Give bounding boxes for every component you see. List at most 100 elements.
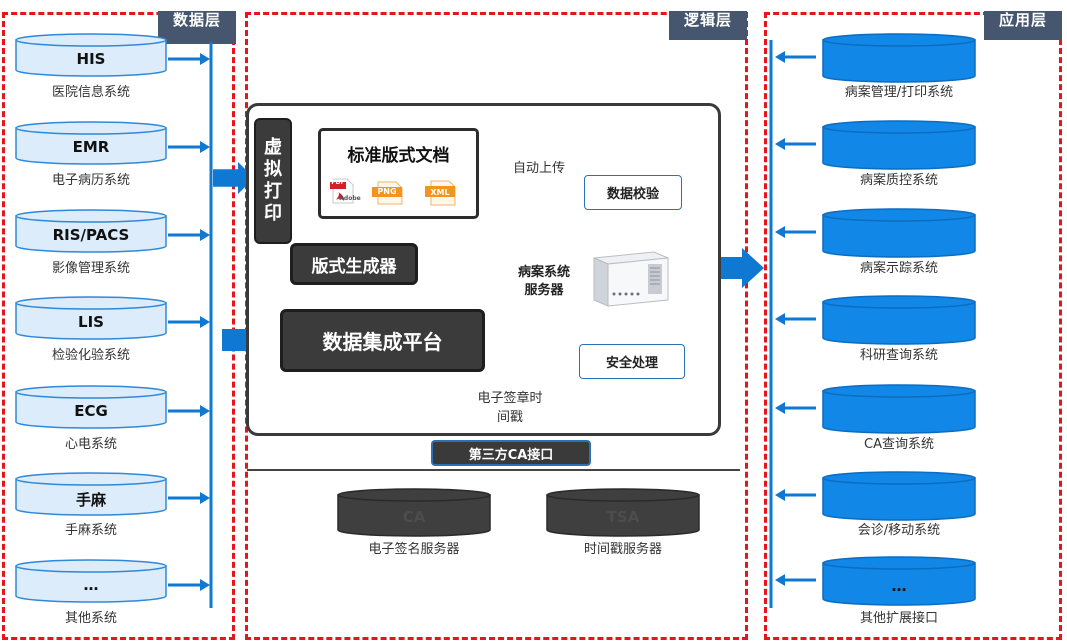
data-layer-tag: 数据层 — [158, 11, 236, 44]
security-box: 安全处理 — [579, 344, 685, 379]
data-check-label: 数据校验 — [606, 187, 659, 202]
data-source-title-1: EMR — [72, 138, 110, 156]
data-source-cylinder-3-top — [15, 296, 167, 310]
pdf-sub: Adobe — [339, 195, 361, 202]
app-cylinder-6-body — [822, 562, 976, 606]
app-cylinder-5-top — [822, 471, 976, 485]
app-label-5: 会诊/移动系统 — [857, 523, 941, 538]
app-arrow-2-head — [775, 226, 785, 238]
data-source-label-5: 手麻系统 — [64, 523, 117, 538]
app-arrow-0-head — [775, 51, 785, 63]
data-source-cylinder-5-body — [15, 478, 167, 516]
data-source-label-0: 医院信息系统 — [51, 85, 130, 100]
data-source-title-4: ECG — [74, 402, 108, 420]
app-cylinder-2-top — [822, 208, 976, 222]
data-source-cylinder-1-body — [15, 127, 167, 165]
app-arrow-6-head — [775, 574, 785, 586]
data-source-label-4: 心电系统 — [64, 437, 117, 452]
virtual-print-box: 虚拟打印 — [254, 118, 292, 244]
data-source-cylinder-6-body — [15, 565, 167, 603]
data-source-label-6: 其他系统 — [64, 611, 117, 626]
data-source-arrow-3-head — [200, 316, 210, 328]
data-source-title-0: HIS — [76, 50, 106, 68]
data-source-cylinder-0-top — [15, 33, 167, 47]
server-cylinder-0-body — [337, 494, 491, 537]
app-cylinder-0-top — [822, 33, 976, 47]
app-title-6: … — [891, 577, 907, 595]
app-label-2: 病案示踪系统 — [859, 261, 938, 276]
data-source-arrow-0-head — [200, 53, 210, 65]
data-source-cylinder-1-top — [15, 121, 167, 135]
app-layer-tag: 应用层 — [984, 11, 1062, 40]
data-source-label-1: 电子病历系统 — [51, 173, 130, 188]
logic-layer-tag: 逻辑层 — [669, 11, 747, 40]
pdf-icon-graphic — [330, 178, 354, 204]
server-label-0: 电子签名服务器 — [368, 542, 460, 557]
integration-platform-box: 数据集成平台 — [280, 309, 485, 372]
app-cylinder-2-body — [822, 214, 976, 258]
app-label-4: CA查询系统 — [864, 437, 934, 452]
integration-platform-label: 数据集成平台 — [322, 330, 443, 354]
app-label-0: 病案管理/打印系统 — [844, 85, 954, 100]
data-source-arrow-5-head — [200, 492, 210, 504]
data-source-cylinder-0-body — [15, 39, 167, 77]
server-cylinder-1-body — [546, 494, 700, 537]
png-icon-graphic — [372, 181, 403, 205]
format-generator-box: 版式生成器 — [290, 243, 418, 285]
server-title-0: CA — [402, 508, 426, 526]
format-generator-label: 版式生成器 — [311, 256, 397, 277]
xml-icon — [423, 180, 459, 206]
app-arrow-1-head — [775, 138, 785, 150]
data-source-cylinder-5-top — [15, 472, 167, 486]
app-arrow-3-head — [775, 313, 785, 325]
data-source-title-5: 手麻 — [75, 491, 106, 509]
server-label: 病案系统服务器 — [517, 265, 570, 298]
app-cylinder-3-top — [822, 295, 976, 309]
auto-upload-label: 自动上传 — [513, 161, 566, 176]
data-source-title-6: … — [83, 576, 99, 594]
data-source-title-3: LIS — [78, 313, 104, 331]
app-cylinder-1-body — [822, 126, 976, 170]
app-label-1: 病案质控系统 — [859, 173, 938, 188]
data-source-arrow-1-head — [200, 141, 210, 153]
xml-icon-graphic — [425, 180, 456, 206]
app-arrow-5-head — [775, 489, 785, 501]
app-arrow-4-head — [775, 402, 785, 414]
server-cylinder-1-top — [546, 488, 700, 502]
pdf-icon — [330, 178, 356, 204]
app-layer-frame — [764, 12, 1062, 640]
png-text: PNG — [377, 187, 397, 196]
server-cylinder-0-top — [337, 488, 491, 502]
app-cylinder-4-top — [822, 384, 976, 398]
ca-interface-label: 第三方CA接口 — [468, 447, 554, 463]
app-cylinder-3-body — [822, 301, 976, 345]
app-cylinder-0-body — [822, 39, 976, 83]
server-icon — [590, 248, 670, 308]
data-source-cylinder-2-top — [15, 209, 167, 223]
server-icon-graphic — [593, 251, 669, 307]
ca-interface-box: 第三方CA接口 — [431, 440, 591, 466]
data-source-cylinder-2-body — [15, 215, 167, 253]
server-title-1: TSA — [606, 508, 640, 526]
data-check-box: 数据校验 — [584, 175, 682, 210]
png-icon — [372, 181, 406, 205]
data-layer-frame — [2, 12, 235, 640]
data-source-arrow-2-head — [200, 229, 210, 241]
data-source-arrow-4-head — [200, 405, 210, 417]
data-source-label-3: 检验化验系统 — [51, 348, 130, 363]
data-source-title-2: RIS/PACS — [52, 226, 130, 244]
virtual-print-label: 虚拟打印 — [264, 137, 282, 224]
app-label-6: 其他扩展接口 — [859, 611, 938, 626]
data-source-cylinder-3-body — [15, 302, 167, 340]
data-source-cylinder-6-top — [15, 559, 167, 573]
app-cylinder-6-top — [822, 556, 976, 570]
pdf-text: PDF — [331, 179, 345, 186]
data-source-cylinder-4-body — [15, 391, 167, 429]
server-label-1: 时间戳服务器 — [583, 542, 662, 557]
data-source-label-2: 影像管理系统 — [51, 261, 130, 276]
app-cylinder-5-body — [822, 477, 976, 521]
data-source-cylinder-4-top — [15, 385, 167, 399]
data-to-print-arrow — [213, 162, 254, 194]
app-cylinder-1-top — [822, 120, 976, 134]
